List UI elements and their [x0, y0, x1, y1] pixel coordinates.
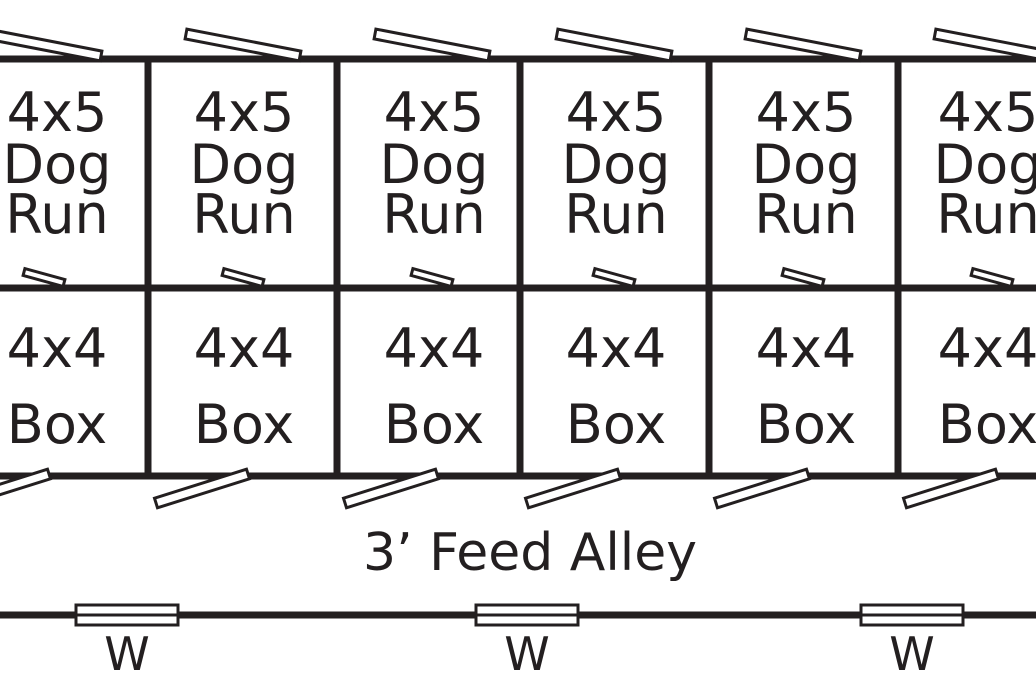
box-name-label: Box — [194, 393, 294, 456]
box-to-run-door — [21, 266, 67, 289]
box-to-run-door — [409, 266, 455, 289]
run-size-label: 4x5 — [194, 81, 295, 144]
box-size-label: 4x4 — [194, 317, 295, 380]
box-name-label: Box — [938, 393, 1036, 456]
run-door — [554, 27, 674, 63]
run-door — [932, 27, 1036, 61]
run-size-label: 4x5 — [756, 81, 857, 144]
run-door — [0, 29, 104, 63]
labels: 4x5DogRun4x5DogRun4x5DogRun4x5DogRun4x5D… — [3, 81, 1036, 681]
run-name-label: Run — [192, 183, 296, 246]
run-size-label: 4x5 — [566, 81, 667, 144]
feed-alley-label: 3’ Feed Alley — [363, 523, 697, 583]
box-door — [901, 467, 1001, 510]
box-name-label: Box — [566, 393, 666, 456]
box-to-run-door — [220, 266, 266, 289]
box-door — [712, 467, 812, 510]
box-name-label: Box — [384, 393, 484, 456]
run-name-label: Dog — [3, 133, 112, 196]
window-label: W — [889, 627, 934, 681]
run-size-label: 4x5 — [7, 81, 108, 144]
run-name-label: Dog — [190, 133, 299, 196]
box-to-run-door — [969, 266, 1015, 289]
window-label: W — [104, 627, 149, 681]
run-name-label: Run — [936, 183, 1036, 246]
run-name-label: Dog — [380, 133, 489, 196]
box-door — [0, 467, 53, 497]
run-name-label: Run — [754, 183, 858, 246]
box-name-label: Box — [7, 393, 107, 456]
box-to-run-door — [591, 266, 637, 289]
doors — [0, 27, 1036, 627]
box-size-label: 4x4 — [938, 317, 1036, 380]
box-size-label: 4x4 — [756, 317, 857, 380]
run-door — [372, 27, 492, 63]
window-label: W — [504, 627, 549, 681]
box-name-label: Box — [756, 393, 856, 456]
run-name-label: Run — [382, 183, 486, 246]
box-size-label: 4x4 — [7, 317, 108, 380]
box-size-label: 4x4 — [566, 317, 667, 380]
run-name-label: Dog — [752, 133, 861, 196]
run-name-label: Dog — [934, 133, 1036, 196]
run-door — [743, 27, 863, 63]
run-name-label: Run — [5, 183, 109, 246]
run-door — [183, 27, 303, 63]
box-door — [523, 467, 623, 510]
box-size-label: 4x4 — [384, 317, 485, 380]
box-door — [341, 467, 441, 510]
run-size-label: 4x5 — [938, 81, 1036, 144]
box-door — [152, 467, 252, 510]
run-name-label: Dog — [562, 133, 671, 196]
box-to-run-door — [780, 266, 826, 289]
run-size-label: 4x5 — [384, 81, 485, 144]
run-name-label: Run — [564, 183, 668, 246]
